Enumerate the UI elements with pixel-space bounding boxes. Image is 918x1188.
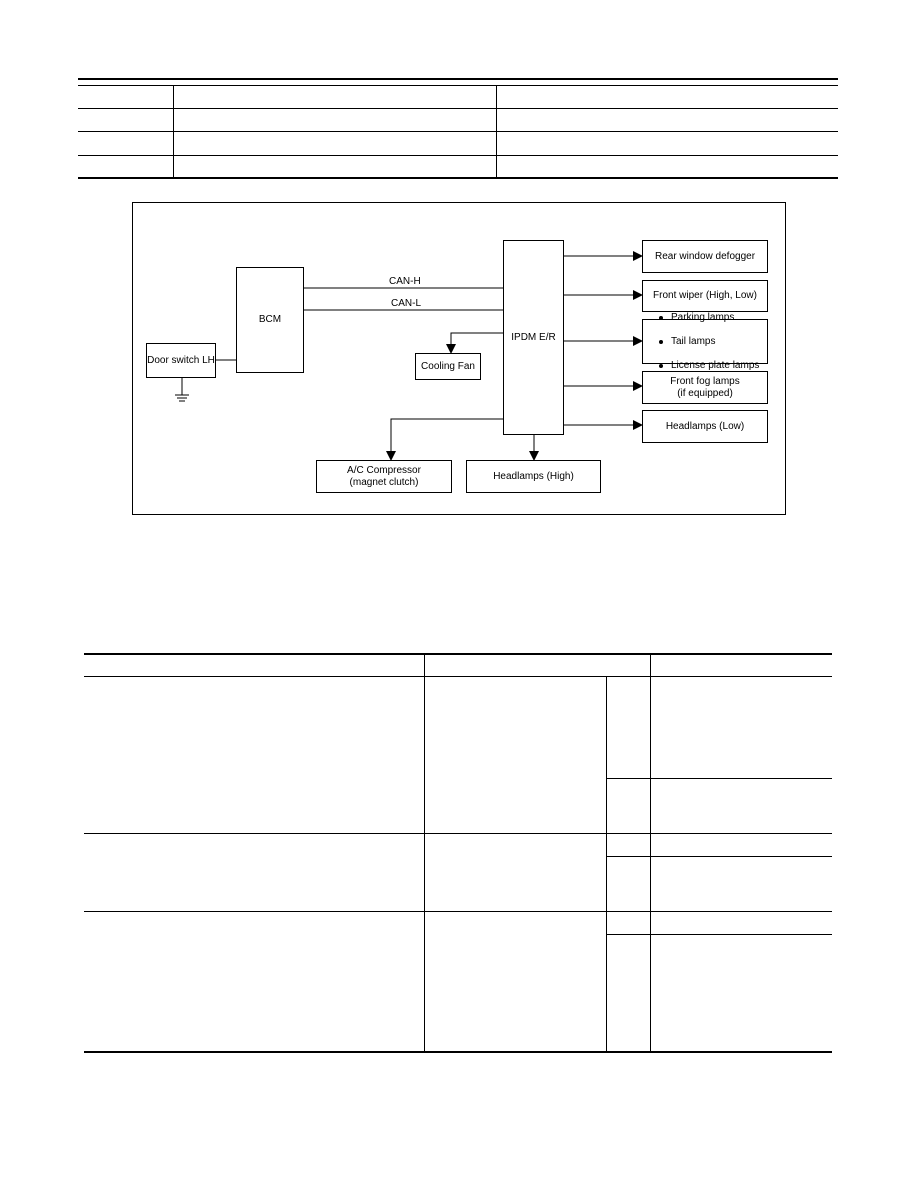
rear-defogger-label: Rear window defogger bbox=[654, 250, 756, 262]
headlamps-high-label: Headlamps (High) bbox=[493, 470, 574, 482]
headlamps-high-box: Headlamps (High) bbox=[466, 460, 601, 493]
top-table-row-rule bbox=[78, 131, 838, 132]
rear-defogger-box: Rear window defogger bbox=[642, 240, 768, 273]
system-diagram-frame bbox=[132, 202, 786, 515]
bottom-table-col-divider bbox=[650, 654, 651, 1052]
top-table-col-divider bbox=[173, 85, 174, 178]
front-wiper-box: Front wiper (High, Low) bbox=[642, 280, 768, 312]
top-table-header-rule bbox=[78, 85, 838, 86]
ac-compressor-box: A/C Compressor (magnet clutch) bbox=[316, 460, 452, 493]
can-h-label: CAN-H bbox=[389, 276, 421, 287]
ground-symbol bbox=[175, 394, 189, 402]
ipdm-box: IPDM E/R bbox=[503, 240, 564, 435]
headlamps-low-label: Headlamps (Low) bbox=[665, 420, 745, 432]
front-wiper-label: Front wiper (High, Low) bbox=[653, 290, 757, 301]
bottom-table-group-rule bbox=[84, 911, 832, 912]
can-l-label: CAN-L bbox=[391, 298, 422, 309]
cooling-fan-label: Cooling Fan bbox=[421, 360, 475, 372]
bottom-table-row-rule bbox=[606, 778, 832, 779]
arrow-cooling-fan bbox=[446, 332, 504, 354]
top-table-row-rule bbox=[78, 108, 838, 109]
lamps-box: Parking lamps Tail lamps License plate l… bbox=[642, 312, 768, 371]
lamp-item-parking: Parking lamps bbox=[659, 312, 759, 324]
bcm-label: BCM bbox=[258, 314, 282, 325]
arrow-ac-compressor bbox=[386, 418, 504, 461]
bottom-table-row-rule bbox=[606, 934, 832, 935]
bottom-table-subcol-divider bbox=[606, 676, 607, 1052]
top-table-top-rule bbox=[78, 78, 838, 80]
bottom-table-col-divider bbox=[424, 654, 425, 1052]
bottom-table-group-rule bbox=[84, 833, 832, 834]
bottom-table-header-rule bbox=[84, 676, 832, 677]
lamp-item-tail: Tail lamps bbox=[659, 336, 759, 348]
bottom-table-top-rule bbox=[84, 653, 832, 655]
front-fog-label: Front fog lamps (if equipped) bbox=[670, 375, 740, 399]
door-switch-box: Door switch LH bbox=[146, 343, 216, 378]
bottom-table-row-rule bbox=[606, 856, 832, 857]
door-switch-label: Door switch LH bbox=[147, 354, 215, 366]
bottom-table-bottom-rule bbox=[84, 1051, 832, 1053]
lamps-list: Parking lamps Tail lamps License plate l… bbox=[659, 300, 759, 384]
cooling-fan-box: Cooling Fan bbox=[415, 353, 481, 380]
top-table-bottom-rule bbox=[78, 177, 838, 179]
headlamps-low-box: Headlamps (Low) bbox=[642, 410, 768, 443]
top-table-row-rule bbox=[78, 155, 838, 156]
bcm-box: BCM bbox=[236, 267, 304, 373]
ipdm-label: IPDM E/R bbox=[511, 331, 556, 343]
ac-compressor-label: A/C Compressor (magnet clutch) bbox=[347, 464, 421, 488]
lamp-item-license: License plate lamps bbox=[659, 360, 759, 372]
front-fog-box: Front fog lamps (if equipped) bbox=[642, 371, 768, 404]
top-table-col-divider bbox=[496, 85, 497, 178]
